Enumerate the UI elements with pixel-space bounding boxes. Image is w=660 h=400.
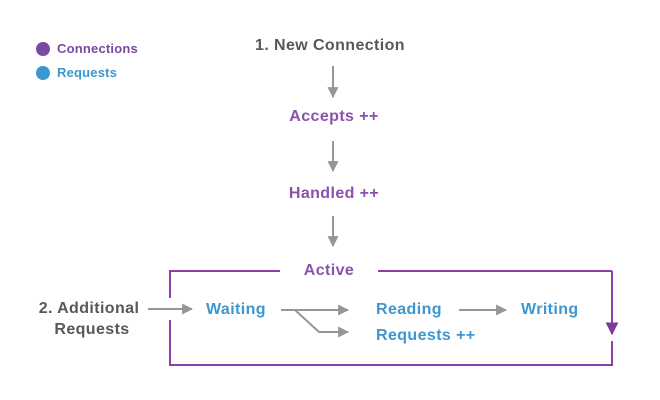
active-box-border	[169, 270, 613, 366]
step2-additional-label-line2: Requests	[54, 321, 130, 338]
legend-item-connections: Connections	[36, 41, 138, 56]
legend-item-requests: Requests	[36, 65, 117, 80]
step2-additional-label-line1: 2. Additional	[38, 300, 140, 317]
legend-requests-label: Requests	[57, 65, 118, 80]
active-state-label: Active	[303, 262, 355, 279]
accepts-counter-label: Accepts ++	[289, 108, 379, 125]
reading-state-label: Reading	[376, 301, 442, 318]
waiting-state-label: Waiting	[206, 301, 266, 318]
handled-counter-label: Handled ++	[288, 185, 380, 202]
legend-connections-label: Connections	[57, 41, 138, 56]
requests-dot-icon	[36, 65, 50, 80]
arrow-waiting-to-requests	[294, 309, 350, 338]
connections-dot-icon	[36, 41, 50, 56]
requests-counter-label: Requests ++	[376, 327, 476, 344]
writing-state-label: Writing	[521, 301, 579, 318]
step1-new-connection-label: 1. New Connection	[255, 37, 405, 54]
